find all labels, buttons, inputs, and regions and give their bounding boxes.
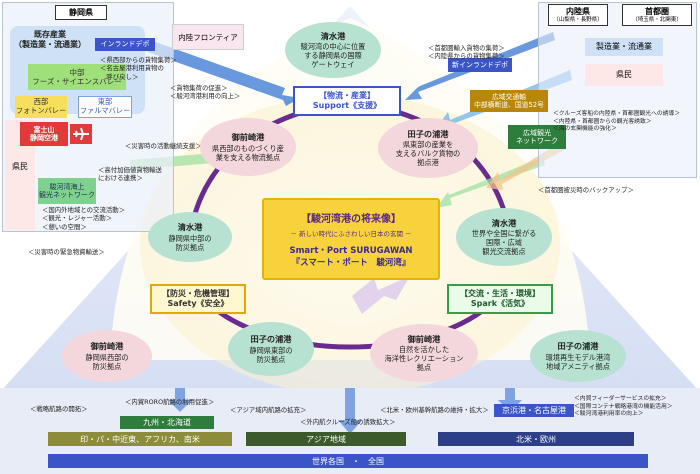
cycle-arc-bottom — [203, 298, 497, 350]
node-text: 静岡県中部の 防災拠点 — [168, 233, 212, 252]
wide-traffic-axis: 広域交通軸 中部横断道、国道52号 — [470, 90, 548, 112]
note-strategic-route: ＜戦略航路の開拓＞ — [30, 405, 88, 413]
airplane-icon — [70, 124, 92, 144]
tobu-valley: 東部 ファルマバレー — [78, 96, 132, 118]
node-shimizu-top: 清水港 駿河湾の中心に位置 する静岡県の国際 ゲートウェイ — [285, 22, 381, 78]
note-high-value-cargo: ＜高付加価値貨物輸送 における連携＞ — [98, 166, 162, 183]
smart-port-title: Smart・Port SURUGAWAN — [289, 246, 413, 256]
note-west-cargo: ＜県西部からの貨物集荷＞ ＜名古屋港利用貨物の 呼び戻し＞ — [100, 56, 177, 81]
node-title: 田子の浦港 — [407, 128, 449, 139]
asia-region-bar: アジア地域 — [246, 432, 406, 446]
node-shimizu-left: 清水港 静岡県中部の 防災拠点 — [148, 212, 232, 262]
future-vision-title: 【駿河湾港の将来像】 — [301, 214, 401, 225]
node-tagonoura-lower-right: 田子の浦港 環境再生モデル港湾 地域アメニティ拠点 — [530, 330, 626, 382]
node-title: 清水港 — [177, 222, 203, 233]
arrow-left-support — [148, 40, 300, 106]
keihin-nagoya-bar: 京浜港・名古屋港 — [494, 404, 574, 417]
note-disaster-support: ＜災害時の活動継続支援＞ — [125, 142, 202, 150]
note-cargo-promotion: ＜貨物集荷の促進＞ ＜駿河湾港利用の向上＞ — [170, 84, 241, 101]
node-text: 静岡県西部の 防災拠点 — [85, 352, 129, 371]
right-kenmin: 県民 — [585, 64, 663, 86]
node-title: 御前崎港 — [407, 333, 441, 344]
node-text: 静岡県東部の 防災拠点 — [249, 345, 293, 364]
chubu-valley: 中部 フーズ・サイエンスバレー — [28, 64, 126, 90]
node-text: 世界や全国に繋がる 国際・広域 観光交流拠点 — [471, 229, 537, 257]
node-tagonoura-lower-left: 田子の浦港 静岡県東部の 防災拠点 — [228, 322, 314, 376]
seibu-valley: 西部 フォトンバレー — [15, 96, 67, 118]
node-text: 県東部の産業を 支えるバルク貨物の 拠点港 — [395, 140, 461, 168]
inland-pref-subtitle: （山梨県・長野県） — [553, 16, 603, 23]
note-cruise-attract: ＜外内航クルーズ船の誘致拡大＞ — [300, 418, 396, 426]
future-vision-box: 【駿河湾港の将来像】 － 新しい時代にふさわしい日本の玄関 － Smart・Po… — [262, 198, 440, 280]
world-bar: 世界各国 ・ 全国 — [48, 454, 648, 468]
node-shimizu-right: 清水港 世界や全国に繋がる 国際・広域 観光交流拠点 — [456, 208, 552, 266]
inland-pref-title: 内陸県 — [566, 6, 590, 16]
inland-pref-label: 内陸県 （山梨県・長野県） — [548, 4, 608, 26]
metro-subtitle: （埼玉県・北関東） — [632, 16, 682, 23]
metro-title: 首都圏 — [645, 6, 669, 16]
inland-metro-region — [538, 2, 697, 178]
safety-pillar: 【防災・危機管理】 Safety《安全》 — [150, 284, 246, 314]
future-vision-subtitle: － 新しい時代にふさわしい日本の玄関 － — [290, 230, 412, 238]
node-text: 駿河湾の中心に位置 する静岡県の国際 ゲートウェイ — [300, 42, 366, 70]
node-text: 環境再生モデル港湾 地域アメニティ拠点 — [545, 352, 611, 371]
note-emergency: ＜災害時の緊急物資輸送＞ — [28, 248, 105, 256]
note-na-route: ＜北米・欧州基幹航路の維持・拡大＞ — [380, 406, 489, 414]
node-text: 自然を活かした 海洋性レクリエーション 拠点 — [384, 345, 464, 373]
note-feeder: ＜内貿フィーダーサービスの拡充＞ ＜国際コンテナ戦略港湾の機能活用＞ ＜駿河湾港… — [574, 396, 673, 418]
smart-port-japanese: 『スマート・ポート 駿河湾』 — [291, 258, 411, 268]
inland-frontier: 内陸フロンティア — [172, 24, 244, 50]
kyushu-hokkaido-bar: 九州・北海道 — [120, 416, 214, 429]
metro-label: 首都圏 （埼玉県・北関東） — [622, 4, 692, 26]
north-america-bar: 北米・欧州 — [438, 432, 634, 446]
node-omaezaki-upper: 御前崎港 県西部のものづくり産 業を支える物流拠点 — [200, 118, 296, 176]
node-title: 清水港 — [320, 30, 346, 41]
new-inland-depot: 新インランドデポ — [448, 58, 512, 72]
note-metro-backup: ＜首都圏被災時のバックアップ＞ — [538, 186, 634, 194]
node-tagonoura-upper: 田子の浦港 県東部の産業を 支えるバルク貨物の 拠点港 — [378, 118, 478, 178]
shizuoka-label: 静岡県 — [55, 5, 107, 20]
node-title: 御前崎港 — [90, 341, 124, 352]
inland-depot-label: インランドデポ — [95, 38, 155, 51]
node-title: 田子の浦港 — [557, 341, 599, 352]
support-pillar: 【物流・産業】 Support《支援》 — [293, 86, 401, 116]
india-region-bar: 印・パ・中近東、アフリカ、南米 — [48, 432, 232, 446]
node-title: 御前崎港 — [231, 132, 265, 143]
right-industry: 製造業・流通業 — [585, 38, 663, 56]
node-title: 清水港 — [491, 217, 517, 228]
note-asia-route: ＜アジア域内航路の拡充＞ — [230, 406, 307, 414]
suruga-sea-tourism-network: 駿河湾海上 観光ネットワーク — [38, 178, 96, 204]
note-exchange: ＜国内外地域との交流活動＞ ＜観光・レジャー活動＞ ＜憩いの空間＞ — [42, 206, 126, 231]
node-title: 田子の浦港 — [250, 334, 292, 345]
node-text: 県西部のものづくり産 業を支える物流拠点 — [212, 143, 284, 162]
fuji-shizuoka-airport: 富士山 静岡空港 — [20, 122, 68, 146]
wide-tourism-network: 広域観光 ネットワーク — [508, 125, 566, 149]
spark-pillar: 【交流・生活・環境】 Spark《活気》 — [447, 284, 553, 314]
note-cruise: ＜クルーズ客船の内陸県・首都圏観光への誘導＞ ＜内陸県・首都圏からの観光客誘致＞… — [553, 111, 681, 133]
node-omaezaki-lower: 御前崎港 静岡県西部の 防災拠点 — [62, 330, 152, 382]
note-metro-cargo: ＜首都圏輸入貨物の集荷＞ ＜内陸県からの貨物集荷＞ — [428, 44, 505, 61]
node-omaezaki-lower-right: 御前崎港 自然を活かした 海洋性レクリエーション 拠点 — [370, 324, 478, 382]
note-roro: ＜内貿RORO航路の利用促進＞ — [125, 398, 215, 406]
